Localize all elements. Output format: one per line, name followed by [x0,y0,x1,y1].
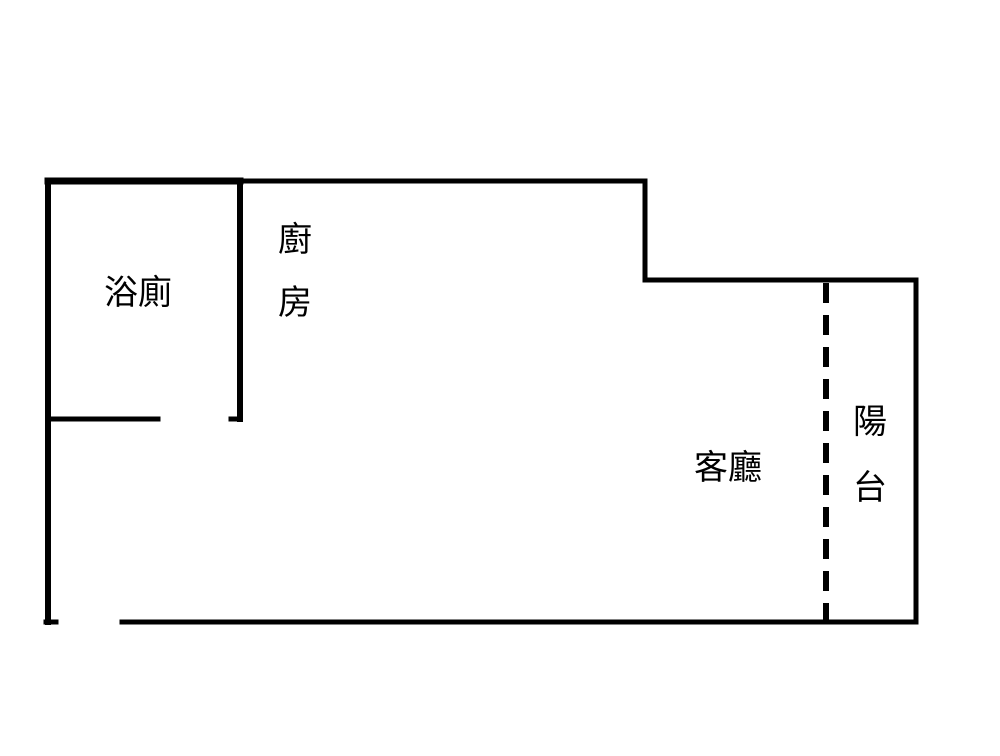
room-label-kitchen-2: 房 [278,283,312,323]
room-label-bathroom: 浴廁 [104,273,172,313]
room-label-balcony-1: 陽 [853,402,887,442]
room-label-kitchen-1: 廚 [278,220,312,260]
room-label-living-room: 客廳 [694,448,762,488]
walls [43,177,919,625]
room-label-balcony-2: 台 [853,468,887,508]
